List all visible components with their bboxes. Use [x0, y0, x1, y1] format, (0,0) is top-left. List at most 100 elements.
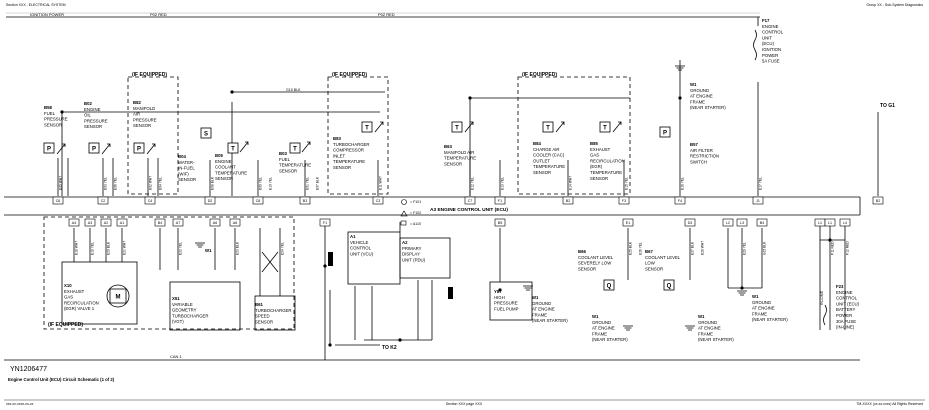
legend-label: = F101	[410, 200, 421, 204]
connector-pin-label: F4	[678, 199, 682, 203]
x51-vgt-text-line: GEOMETRY	[172, 308, 197, 313]
legend-triangle-icon	[400, 210, 408, 217]
b03-sensor-text-line: FUEL	[279, 157, 291, 162]
junction-dot	[328, 343, 332, 347]
if-equipped-label: (IF EQUIPPED)	[522, 72, 557, 78]
connector-pin	[319, 218, 331, 227]
wire-label-p02-b: P02 RED	[378, 12, 395, 17]
b67-sensor-text-line: LOW	[645, 261, 656, 266]
x10-valve-text-line: X10	[64, 283, 72, 288]
wire-label: E06 YEL	[114, 177, 118, 190]
connector-pin-label: A8	[233, 221, 237, 225]
legend-label: = F102	[410, 211, 421, 215]
a3-ecu-label: A3 ENGINE CONTROL UNIT (ECU)	[430, 207, 508, 213]
fuse-f17-icon	[753, 29, 757, 61]
b57-sensor-text-line: RESTRICTION	[690, 154, 719, 159]
b66-level-symbol-label: Q	[607, 284, 612, 290]
connector-pin-label: L1	[818, 221, 822, 225]
b85-sensor-text-line: B85	[590, 141, 598, 146]
b67-sensor-text-line: B67	[645, 249, 653, 254]
connector-pin-label: C7	[468, 199, 473, 203]
b03-sensor-text-line: TEMPERATURE	[279, 163, 311, 168]
connector-pin	[839, 218, 851, 227]
connector-pin-label: B2	[876, 199, 880, 203]
wire-label: E17 YEL	[759, 177, 763, 190]
wire-label: E21 WHT	[123, 241, 127, 255]
b84-sensor-text-line: COOLER (CAC)	[533, 153, 565, 158]
in-line-label: IN-LINE	[819, 290, 824, 305]
wire-label: E22 YEL	[179, 242, 183, 255]
x51-vgt-text-line: VARIABLE	[172, 302, 193, 307]
connector-pin	[494, 196, 506, 205]
wire-label: E02 WHT	[149, 176, 153, 190]
connector-pin-label: A2	[104, 221, 108, 225]
b02-sensor-text-line: PRESSURE	[84, 118, 108, 123]
wire-label-p02: P02 RED	[150, 12, 167, 17]
b83-sensor-text-line: COMPRESSOR	[333, 148, 364, 153]
wire-label: E28 WHT	[701, 241, 705, 255]
to-k2-label: TO K2	[382, 345, 397, 351]
b58-sensor-text-line: B58	[44, 105, 52, 110]
variable-arrow-icon	[101, 143, 111, 155]
b05-sensor-text-line: SENSOR	[215, 176, 233, 181]
connector-pin	[756, 218, 768, 227]
wire-label: G15 BLK	[763, 241, 767, 255]
w1-b66-text-line: FRAME	[592, 331, 607, 336]
b83-sensor-text-line: TEMPERATURE	[333, 159, 365, 164]
b63-sensor-text-line: MANIFOLD AIR	[444, 150, 474, 155]
b04-sensor-text-line: WATER-	[178, 160, 195, 165]
b04-sensor-text-line: SENSOR	[178, 177, 196, 182]
junction-dot	[498, 288, 502, 292]
y87-pump-text-line: Y87	[494, 289, 502, 294]
b02-sensor-text-line: B02	[84, 101, 92, 106]
f17-fuse-text-line: (ECU)	[762, 41, 775, 46]
ground-icon	[195, 242, 205, 248]
ground-icon	[675, 65, 685, 71]
w1-mid-text-line: AT ENGINE	[752, 306, 775, 311]
f17-fuse-text-line: 5A FUSE	[762, 59, 780, 64]
a1-vcu-text-line: VEHICLE	[350, 240, 369, 245]
connector-pin	[872, 196, 884, 205]
w1-y87-text-line: FRAME	[532, 312, 547, 317]
connector-pin	[372, 196, 384, 205]
f23-fuse-text-line: 30A FUSE	[836, 319, 856, 324]
b58-sensor-text-line: SENSOR	[44, 122, 62, 127]
f17-fuse-text-line: F17	[762, 18, 770, 23]
f17-fuse-text-line: CONTROL	[762, 30, 784, 35]
b82-pressure-symbol-label: P	[137, 147, 141, 153]
ground-icon	[523, 285, 533, 291]
x51-vgt-text-line: TURBOCHARGER	[172, 313, 209, 318]
f23-fuse-text-line: UNIT (ECU)	[836, 301, 860, 306]
b83-sensor-text-line: SENSOR	[333, 165, 351, 170]
b84-sensor-text-line: CHARGE AIR	[533, 147, 560, 152]
connector-pin-label: L4	[843, 221, 847, 225]
w1-mid-text-line: W1	[752, 294, 759, 299]
wire-label: E09 YEL	[259, 177, 263, 190]
connector-pin	[97, 196, 109, 205]
wire-label: E13 YEL	[501, 177, 505, 190]
legend-circle-icon	[401, 199, 407, 205]
connector-pin	[100, 218, 112, 227]
wire-label: E25 BLK	[629, 241, 633, 255]
f23-fuse-text-line: BATTERY	[836, 307, 856, 312]
b04-sensor-text-line: B04	[178, 154, 186, 159]
connector-pin-label: L1	[828, 221, 832, 225]
b82-sensor-text-line: AIR	[133, 112, 140, 117]
a2-pdu-text-line: A2	[402, 240, 408, 245]
y87-pump-text-line: FUEL PUMP	[494, 306, 519, 311]
footer-center: Section XXX page XXX	[446, 402, 483, 406]
wire-label: E07 BLK	[316, 176, 320, 190]
b05-sensor-text-line: TEMPERATURE	[215, 170, 247, 175]
wire-label-blk: G15 BLK	[286, 88, 301, 92]
wire-label: E04 YEL	[159, 177, 163, 190]
b67-sensor-text-line: SENSOR	[645, 266, 663, 271]
wire-label: P12 RED	[846, 241, 850, 255]
fuse-f23-icon	[823, 304, 827, 326]
junction-dot	[468, 96, 472, 100]
a2-pdu-text-line: UNIT (PDU)	[402, 257, 426, 262]
w1-top-text-line: AT ENGINE	[690, 94, 713, 99]
header-left: Section XXX - ELECTRICAL SYSTEM	[6, 3, 66, 7]
wire-label: E01 YEL	[306, 177, 310, 190]
b63-sensor-text-line: SENSOR	[444, 161, 462, 166]
b03-sensor-text-line: B03	[279, 151, 287, 156]
